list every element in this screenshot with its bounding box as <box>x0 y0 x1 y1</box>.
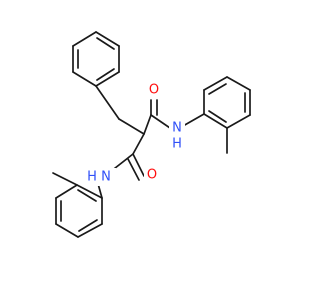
bond <box>52 172 78 186</box>
bond <box>143 114 152 135</box>
bond <box>77 223 103 238</box>
molecule-structure-diagram: O N H O H N <box>52 31 251 238</box>
bond <box>203 76 228 91</box>
bond-lines <box>52 31 251 238</box>
bond <box>226 76 251 91</box>
bond <box>150 114 171 129</box>
bond <box>208 110 227 123</box>
bond <box>72 71 97 87</box>
bond <box>95 85 120 120</box>
hydrogen-label-lower: H <box>87 170 97 185</box>
bond <box>208 83 227 95</box>
oxygen-label-lower: O <box>147 168 157 183</box>
nitrogen-label-upper: N <box>172 121 182 136</box>
bond <box>55 223 79 238</box>
bond <box>96 37 115 50</box>
bond <box>78 219 98 232</box>
bond <box>132 153 145 177</box>
atom-labels: O N H O H N <box>85 81 185 186</box>
bond <box>55 184 78 199</box>
bond <box>132 133 145 155</box>
bond <box>95 71 120 87</box>
bond <box>226 114 251 129</box>
bond <box>77 189 97 202</box>
bond <box>95 31 120 47</box>
bond <box>76 184 103 199</box>
hydrogen-label-upper: H <box>172 137 182 152</box>
bond <box>203 113 228 129</box>
bond <box>72 31 97 47</box>
oxygen-label-upper: O <box>149 83 159 98</box>
bond <box>96 68 115 81</box>
bond <box>118 118 145 135</box>
nitrogen-label-lower: N <box>101 170 111 185</box>
bond <box>182 113 205 127</box>
bond <box>127 158 140 181</box>
